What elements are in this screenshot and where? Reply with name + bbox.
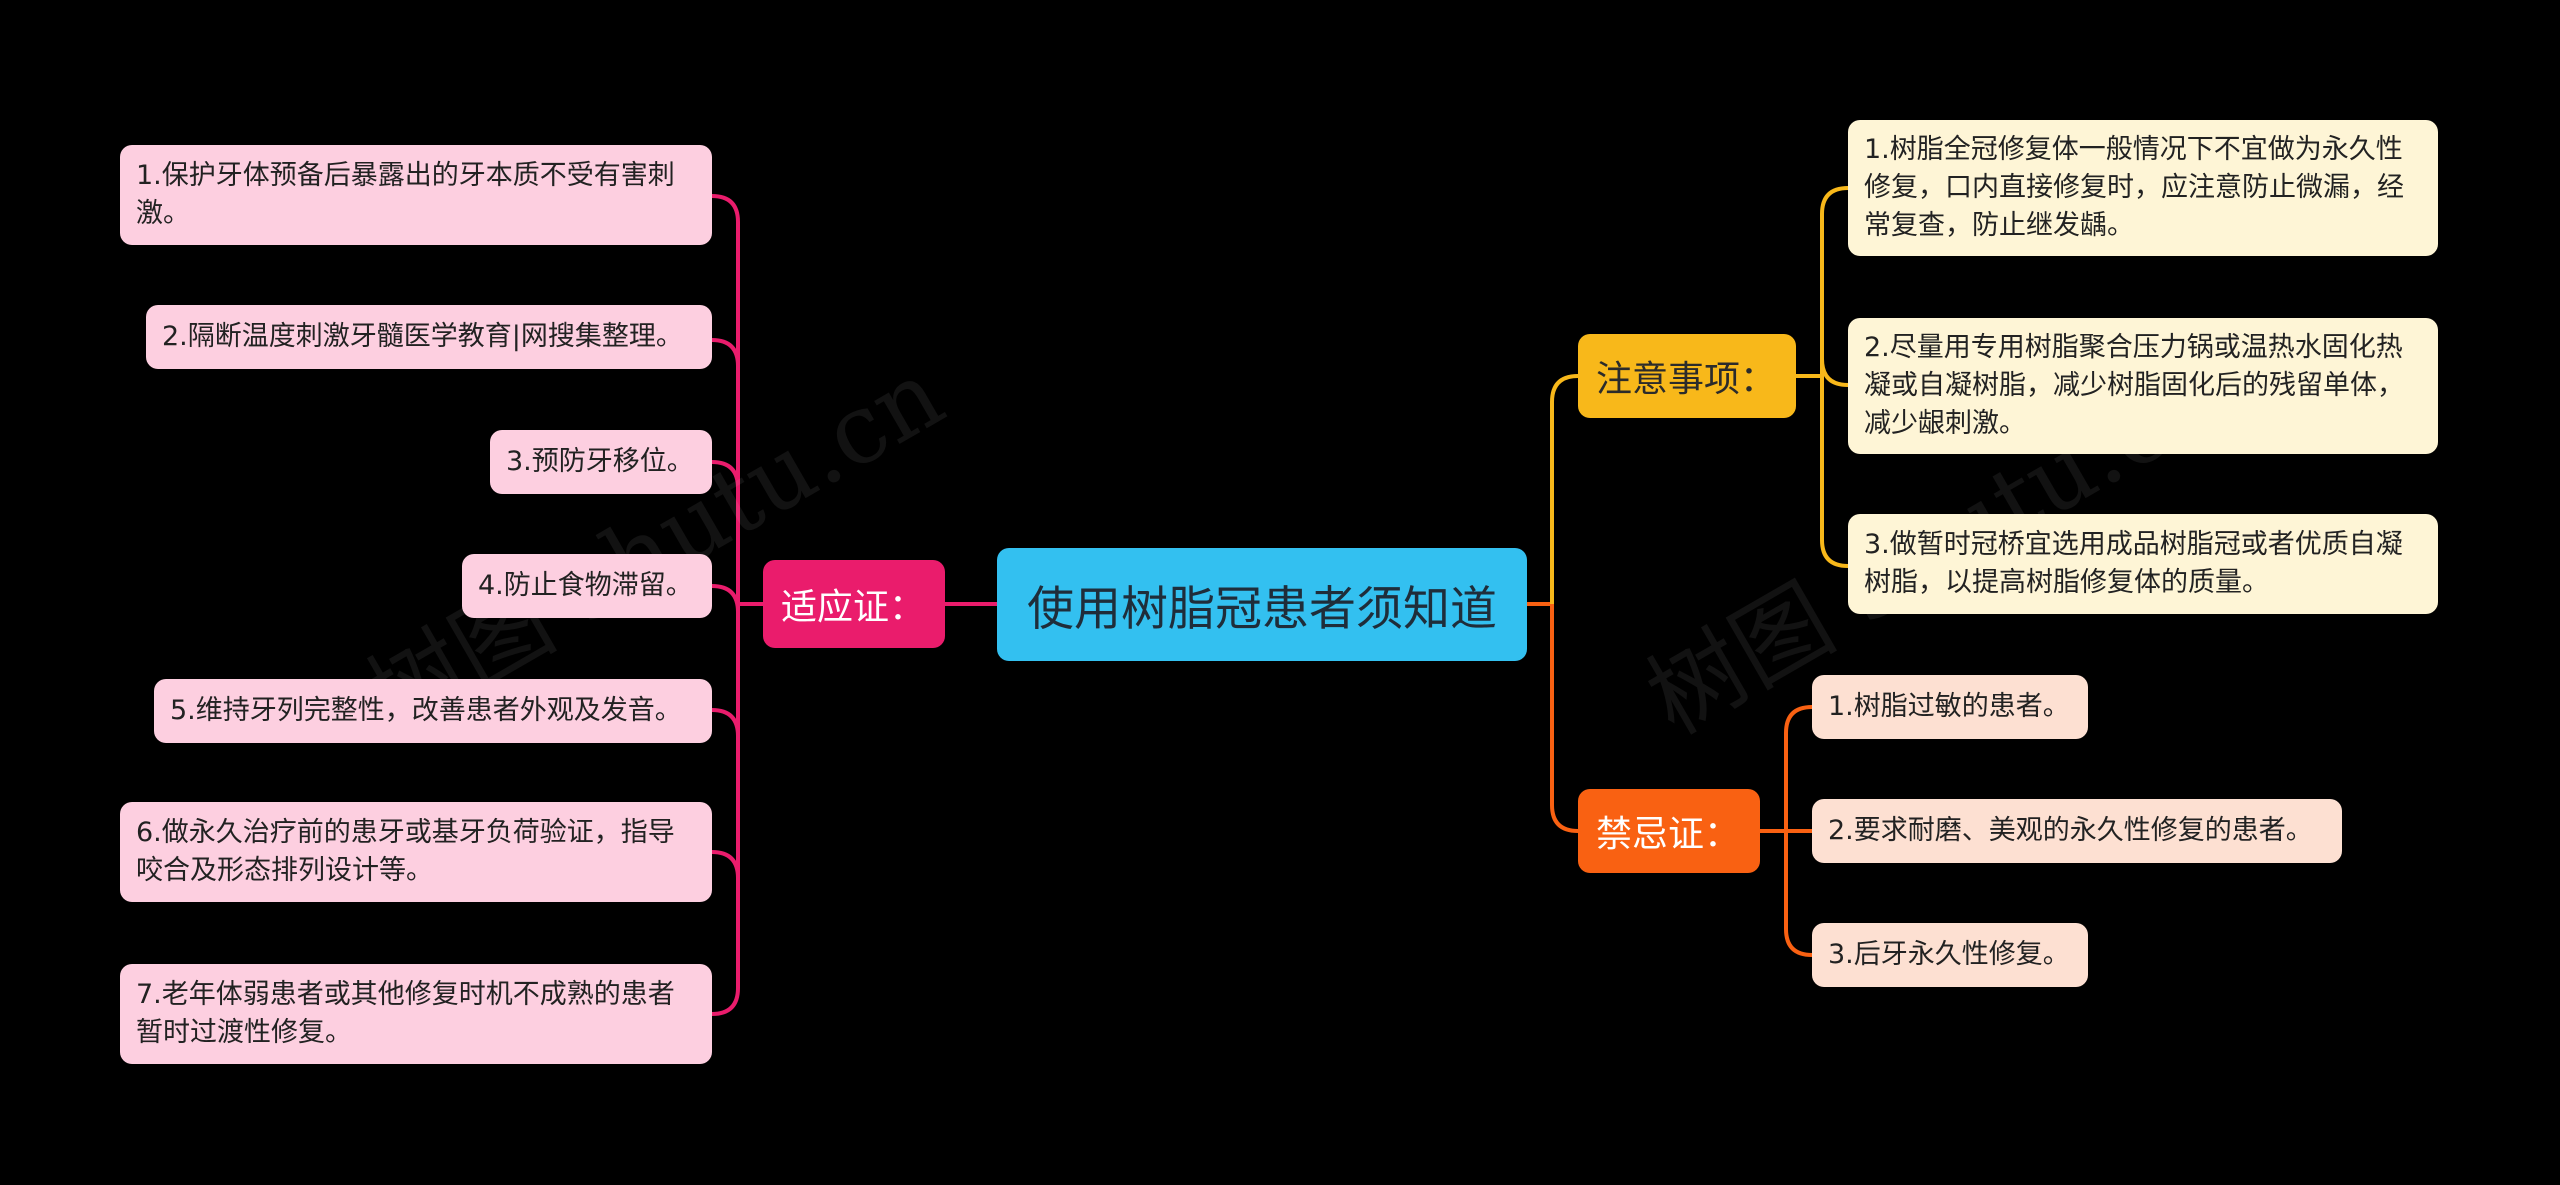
connector-precautions-leaves xyxy=(1796,186,1849,568)
indication-item[interactable]: 4.防止食物滞留。 xyxy=(462,554,712,618)
contraindication-item[interactable]: 2.要求耐磨、美观的永久性修复的患者。 xyxy=(1812,799,2342,863)
precaution-item[interactable]: 1.树脂全冠修复体一般情况下不宜做为永久性修复，口内直接修复时，应注意防止微漏，… xyxy=(1848,120,2438,256)
contraindication-item[interactable]: 1.树脂过敏的患者。 xyxy=(1812,675,2088,739)
indication-item[interactable]: 3.预防牙移位。 xyxy=(490,430,712,494)
branch-precautions[interactable]: 注意事项： xyxy=(1578,334,1796,418)
indication-item[interactable]: 7.老年体弱患者或其他修复时机不成熟的患者暂时过渡性修复。 xyxy=(120,964,712,1064)
precaution-item[interactable]: 3.做暂时冠桥宜选用成品树脂冠或者优质自凝树脂，以提高树脂修复体的质量。 xyxy=(1848,514,2438,614)
connector-indications-leaves xyxy=(711,194,763,1016)
connector-root-right xyxy=(1527,374,1579,833)
indication-item[interactable]: 5.维持牙列完整性，改善患者外观及发音。 xyxy=(154,679,712,743)
indication-item[interactable]: 1.保护牙体预备后暴露出的牙本质不受有害刺激。 xyxy=(120,145,712,245)
connector-contraindications-leaves xyxy=(1760,705,1813,957)
indication-item[interactable]: 2.隔断温度刺激牙髓医学教育|网搜集整理。 xyxy=(146,305,712,369)
indication-item[interactable]: 6.做永久治疗前的患牙或基牙负荷验证，指导咬合及形态排列设计等。 xyxy=(120,802,712,902)
branch-contraindications[interactable]: 禁忌证： xyxy=(1578,789,1760,873)
root-topic[interactable]: 使用树脂冠患者须知道 xyxy=(997,548,1527,661)
branch-indications[interactable]: 适应证： xyxy=(763,560,945,648)
contraindication-item[interactable]: 3.后牙永久性修复。 xyxy=(1812,923,2088,987)
precaution-item[interactable]: 2.尽量用专用树脂聚合压力锅或温热水固化热凝或自凝树脂，减少树脂固化后的残留单体… xyxy=(1848,318,2438,454)
